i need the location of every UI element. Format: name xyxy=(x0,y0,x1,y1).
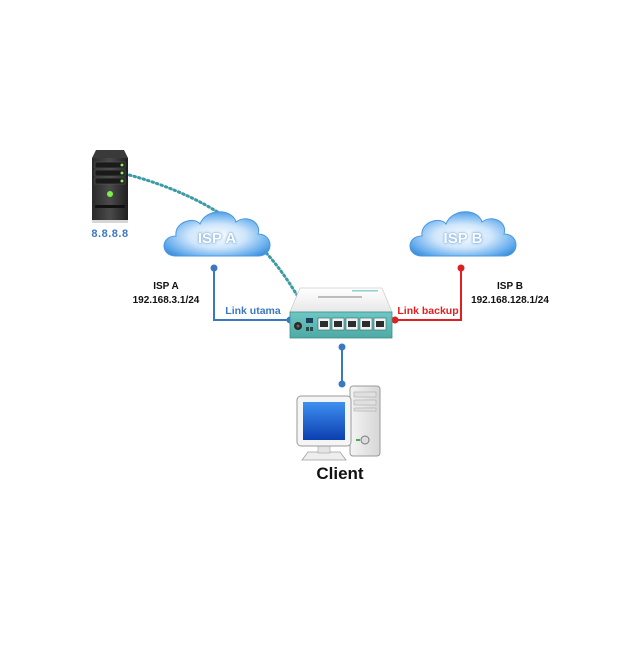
dns-server-label: 8.8.8.8 xyxy=(91,228,129,240)
isp-b-cloud-label: ISP B xyxy=(443,230,483,247)
isp-b-name: ISP B xyxy=(497,281,523,292)
isp-a-info: ISP A 192.168.3.1/24 xyxy=(126,280,206,308)
isp-a-cloud-icon xyxy=(163,211,271,257)
primary-link-label: Link utama xyxy=(225,305,281,317)
backup-link-endpoint-cloud xyxy=(457,264,465,272)
isp-b-cloud-icon xyxy=(409,211,517,257)
backup-link-line xyxy=(395,268,462,321)
desktop-computer-icon xyxy=(296,385,381,461)
primary-link-endpoint-cloud xyxy=(210,264,218,272)
isp-a-ip: 192.168.3.1/24 xyxy=(132,295,200,306)
primary-link-line xyxy=(213,268,290,321)
backup-link-endpoint-router xyxy=(391,316,399,324)
isp-b-info: ISP B 192.168.128.1/24 xyxy=(464,280,556,308)
server-icon xyxy=(92,150,128,223)
client-link-endpoint-client xyxy=(338,380,346,388)
client-link-endpoint-router xyxy=(338,343,346,351)
isp-b-ip: 192.168.128.1/24 xyxy=(471,295,549,306)
isp-a-cloud-label: ISP A xyxy=(197,230,237,247)
client-label: Client xyxy=(316,464,364,483)
isp-a-name: ISP A xyxy=(153,281,179,292)
router-icon xyxy=(289,287,393,339)
backup-link-label: Link backup xyxy=(397,305,459,317)
